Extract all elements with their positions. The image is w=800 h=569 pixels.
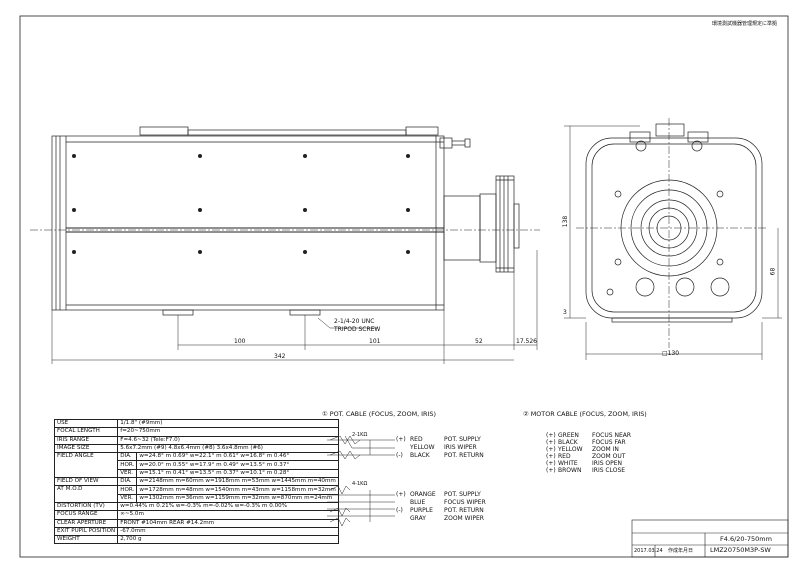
front-view: [576, 118, 768, 348]
header-note: 環境測試機器管理規定に準拠: [712, 21, 778, 27]
spec-sub: HOR.: [117, 485, 138, 495]
spec-sub: VER.: [117, 493, 138, 503]
spec-key: AT M.O.D: [53, 485, 119, 503]
spec-sub: DIA.: [117, 452, 138, 462]
title-block: [631, 519, 789, 558]
tripod-line1: 2-1/4-20 UNC: [334, 318, 375, 325]
spec-value: 2,700 g: [117, 535, 339, 545]
spec-key: USE: [53, 418, 119, 429]
spec-key: EXIT PUPIL POSITION: [53, 526, 119, 537]
screw-dots: [72, 154, 410, 254]
title-maker: 作成年月日: [668, 548, 694, 554]
resistor-label-b: 4-1KΩ: [352, 481, 368, 487]
spec-value: FRONT #104mm REAR #14.2mm: [117, 518, 339, 528]
dim-100: 100: [234, 338, 246, 345]
side-view: [30, 126, 540, 316]
spec-value: w=20.0° m 0.55° w=17.9° m 0.49° w=13.5° …: [136, 460, 339, 470]
spec-value: w=2148mm m=60mm w=1918mm m=53mm w=1445mm…: [136, 477, 339, 487]
spec-value: 1/1.8" (#9mm): [117, 418, 339, 429]
spec-value: -67.0mm: [117, 526, 339, 537]
title-model: LMZ20750M3P-SW: [710, 546, 771, 554]
spec-key: FOCUS RANGE: [53, 510, 119, 520]
spec-value: w=1728mm m=48mm w=1540mm m=43mm w=1158mm…: [136, 485, 339, 495]
title-date: 2017.03.24: [634, 548, 663, 554]
dim-342: 342: [274, 353, 286, 360]
side-dimensions: [51, 250, 538, 364]
motor-cable-title: ② MOTOR CABLE (FOCUS, ZOOM, IRIS): [523, 410, 647, 418]
spec-value: 5.6x7.2mm (#9) 4.8x6.4mm (#8) 3.6x4.8mm …: [117, 443, 339, 454]
spec-value: w=1302mm m=36mm w=1159mm m=32mm w=870mm …: [136, 493, 339, 503]
table-row: EXIT PUPIL POSITION-67.0mm: [53, 526, 339, 537]
spec-value: ∞~5.0m: [117, 510, 339, 520]
dim-130: □130: [662, 350, 680, 357]
spec-value: w=0.44% m 0.21% w=-0.3% m=-0.02% w=-0.3%…: [117, 501, 339, 512]
spec-key: FIELD OF VIEW: [53, 477, 119, 487]
dim-138: 138: [562, 215, 570, 228]
spec-key: WEIGHT: [53, 535, 119, 545]
dim-17526: 17.526: [516, 338, 537, 345]
tripod-line2: TRIPOD SCREW: [334, 326, 381, 333]
spec-value: F=4.6~32 (Tele:F7.0): [117, 435, 339, 445]
table-row: DISTORTION (TV)w=0.44% m 0.21% w=-0.3% m…: [53, 501, 339, 512]
dim-68: 68: [769, 267, 777, 276]
dim-3: 3: [563, 309, 567, 316]
spec-key: CLEAR APERTURE: [53, 518, 119, 528]
pot-cable-title: ① POT. CABLE (FOCUS, ZOOM, IRIS): [322, 410, 436, 418]
dim-101: 101: [369, 338, 381, 345]
spec-key: FIELD ANGLE: [53, 452, 119, 479]
dim-52: 52: [475, 338, 483, 345]
spec-sub: VER.: [117, 468, 138, 479]
spec-value: w=15.1° m 0.41° w=13.5° m 0.37° w=10.1° …: [136, 468, 339, 479]
title-spec: F4.6/20-750mm: [720, 535, 772, 543]
spec-value: w=24.8° m 0.69° w=22.1° m 0.61° w=16.8° …: [136, 452, 339, 462]
front-dimensions: [564, 125, 782, 360]
spec-sub: DIA.: [117, 477, 138, 487]
table-row: FOCUS RANGE∞~5.0m: [53, 510, 339, 520]
resistor-label-a: 2-1KΩ: [352, 432, 368, 438]
spec-key: FOCAL LENGTH: [53, 427, 119, 437]
sheet-border: [19, 15, 789, 558]
spec-value: f=20~750mm: [117, 427, 339, 437]
spec-key: DISTORTION (TV): [53, 501, 119, 512]
spec-key: IRIS RANGE: [53, 435, 119, 445]
spec-sub: HOR.: [117, 460, 138, 470]
spec-key: IMAGE SIZE: [53, 443, 119, 454]
